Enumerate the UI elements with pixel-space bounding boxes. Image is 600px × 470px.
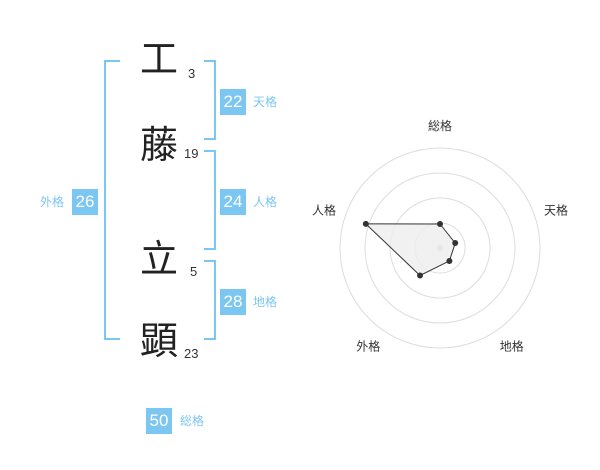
- jinkaku-label: 人格: [253, 195, 278, 209]
- radar-axis-label-4: 外格: [356, 339, 380, 354]
- radar-point-2: [452, 240, 459, 247]
- chikaku-label: 地格: [253, 295, 278, 309]
- radar-point-5: [362, 220, 369, 227]
- radar-area: [364, 223, 456, 277]
- stroke-count-4: 23: [184, 346, 199, 361]
- gaikaku-value: 26: [72, 189, 98, 215]
- soukaku-label: 総格: [180, 414, 205, 428]
- tenkaku-label: 天格: [253, 95, 278, 109]
- radar-ring-2: [389, 197, 491, 299]
- radar-axis-label-5: 人格: [312, 202, 336, 217]
- tenkaku-bracket: [204, 60, 216, 140]
- gaikaku-bracket: [104, 60, 120, 340]
- jinkaku-value: 24: [220, 189, 246, 215]
- radar-axis-label-2: 天格: [544, 202, 568, 217]
- gaikaku-label: 外格: [40, 195, 65, 209]
- stroke-count-3: 5: [190, 264, 198, 279]
- radar-ring-4: [339, 147, 541, 349]
- chikaku-bracket: [204, 260, 216, 340]
- radar-axis-label-3: 地格: [500, 339, 524, 354]
- radar-point-4: [417, 272, 424, 279]
- name-char-4: 顕: [139, 319, 178, 363]
- name-char-2: 藤: [139, 123, 178, 167]
- radar-point-3: [446, 257, 453, 264]
- stroke-count-1: 3: [188, 66, 196, 81]
- soukaku-value: 50: [146, 408, 172, 434]
- jinkaku-bracket: [204, 150, 216, 250]
- radar-axis-label-1: 総格: [428, 118, 452, 133]
- tenkaku-value: 22: [220, 89, 246, 115]
- chikaku-value: 28: [220, 289, 246, 315]
- stroke-count-2: 19: [184, 146, 199, 161]
- name-char-3: 立: [139, 237, 178, 281]
- radar-point-1: [437, 221, 443, 227]
- name-char-1: 工: [139, 37, 178, 81]
- radar-ring-3: [364, 172, 516, 324]
